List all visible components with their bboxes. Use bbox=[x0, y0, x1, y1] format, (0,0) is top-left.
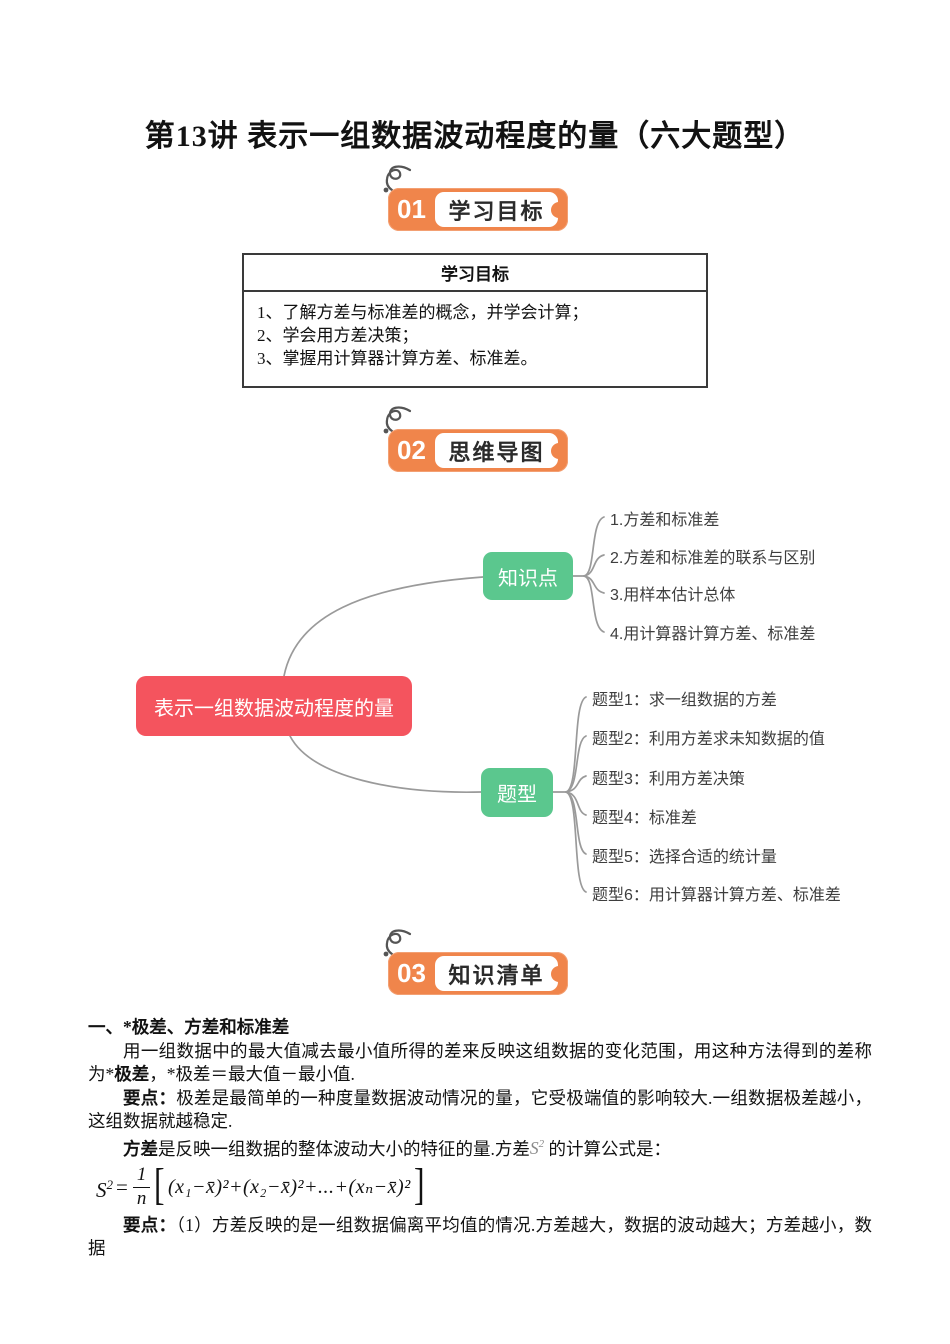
goals-table-header: 学习目标 bbox=[244, 255, 706, 292]
paragraph-variance-keypoint: 要点：（1）方差反映的是一组数据偏离平均值的情况.方差越大，数据的波动越大；方差… bbox=[88, 1214, 872, 1261]
bold-keypoint-label: 要点： bbox=[123, 1087, 177, 1108]
paragraph-range-keypoint: 要点：极差是最简单的一种度量数据波动情况的量，它受极端值的影响较大.一组数据极差… bbox=[88, 1087, 872, 1134]
knowledge-section: 一、*极差、方差和标准差 用一组数据中的最大值减去最小值所得的差来反映这组数据的… bbox=[88, 1016, 872, 1261]
badge-number: 03 bbox=[397, 958, 426, 988]
mindmap-leaf: 题型2：利用方差求未知数据的值 bbox=[592, 731, 825, 748]
fraction-one-over-n: 1 n bbox=[132, 1165, 151, 1210]
mindmap-leaf: 2.方差和标准差的联系与区别 bbox=[610, 550, 816, 567]
badge-body: 02 思维导图 bbox=[388, 429, 568, 472]
variance-formula: S2 = 1 n [ (x₁−x̄)²+(x₂−x̄)²+...+(xₙ−x̄)… bbox=[96, 1163, 872, 1213]
mindmap-node-problem-types: 题型 bbox=[481, 768, 553, 817]
pill-notch bbox=[551, 442, 567, 459]
mindmap-leaf: 3.用样本估计总体 bbox=[610, 587, 736, 604]
curl-scribble-icon bbox=[383, 406, 412, 434]
goals-table-body: 1、了解方差与标准差的概念，并学会计算； 2、学会用方差决策； 3、掌握用计算器… bbox=[244, 292, 706, 386]
mindmap-leaf: 题型5：选择合适的统计量 bbox=[592, 849, 777, 866]
section-badge-knowledge-list: 03 知识清单 bbox=[383, 929, 568, 995]
text-run: 的计算公式是： bbox=[544, 1138, 672, 1159]
section-badge-mindmap: 02 思维导图 bbox=[383, 406, 568, 472]
mindmap-node-knowledge-points: 知识点 bbox=[483, 552, 573, 600]
math-symbol: S bbox=[529, 1138, 539, 1159]
badge-label: 知识清单 bbox=[448, 962, 545, 988]
paragraph-variance-definition: 方差是反映一组数据的整体波动大小的特征的量.方差S2 的计算公式是： bbox=[88, 1134, 872, 1161]
right-bracket: ] bbox=[413, 1160, 425, 1210]
section-badge-learning-goals: 01 学习目标 bbox=[383, 165, 568, 231]
math-superscript: 2 bbox=[538, 1138, 545, 1151]
bold-keypoint-label: 要点： bbox=[123, 1214, 177, 1235]
badge-label-pill: 思维导图 bbox=[435, 433, 567, 468]
page-title: 第13讲 表示一组数据波动程度的量（六大题型） bbox=[144, 120, 806, 153]
goal-item: 1、了解方差与标准差的概念，并学会计算； bbox=[257, 303, 589, 322]
badge-label-pill: 学习目标 bbox=[435, 192, 567, 227]
inline-s-squared: S2 bbox=[530, 1138, 544, 1158]
left-bracket: [ bbox=[154, 1160, 165, 1210]
badge-label: 学习目标 bbox=[448, 198, 545, 224]
text-run: 极差是最简单的一种度量数据波动情况的量，它受极端值的影响较大.一组数据极差越小，… bbox=[88, 1087, 872, 1132]
pill-notch bbox=[551, 965, 567, 982]
curl-scribble-icon bbox=[383, 929, 412, 957]
badge-number: 01 bbox=[397, 194, 426, 224]
math-superscript: 2 bbox=[106, 1177, 114, 1193]
equals-sign: = bbox=[116, 1175, 128, 1200]
goal-item: 2、学会用方差决策； bbox=[257, 326, 419, 345]
paragraph-range-definition: 用一组数据中的最大值减去最小值所得的差来反映这组数据的变化范围，用这种方法得到的… bbox=[88, 1040, 872, 1087]
fraction-numerator: 1 bbox=[132, 1165, 151, 1189]
knowledge-heading: 一、*极差、方差和标准差 bbox=[88, 1017, 290, 1037]
text-run: （1）方差反映的是一组数据偏离平均值的情况.方差越大，数据的波动越大；方差越小，… bbox=[88, 1214, 872, 1259]
goal-item: 3、掌握用计算器计算方差、标准差。 bbox=[257, 349, 538, 368]
badge-label-pill: 知识清单 bbox=[435, 956, 567, 991]
mindmap-leaf: 4.用计算器计算方差、标准差 bbox=[610, 626, 816, 643]
mindmap-leaf: 题型6：用计算器计算方差、标准差 bbox=[592, 887, 841, 904]
text-run: 用一组数据中的最大值减去最小值所得的差来反映这组数据的变化范围，用这种方法得到的… bbox=[88, 1040, 872, 1085]
fraction-denominator: n bbox=[136, 1188, 147, 1210]
mindmap-leaf: 1.方差和标准差 bbox=[610, 512, 720, 529]
mindmap-leaf: 题型1：求一组数据的方差 bbox=[592, 692, 777, 709]
text-run: 是反映一组数据的整体波动大小的特征的量.方差 bbox=[158, 1138, 530, 1159]
bold-term-range: 极差 bbox=[114, 1064, 150, 1084]
badge-body: 03 知识清单 bbox=[388, 952, 568, 995]
curl-scribble-icon bbox=[383, 165, 412, 193]
badge-number: 02 bbox=[397, 435, 426, 465]
mindmap-root-node: 表示一组数据波动程度的量 bbox=[136, 676, 412, 736]
mindmap-leaf: 题型4：标准差 bbox=[592, 810, 697, 827]
math-symbol: S bbox=[96, 1178, 107, 1203]
learning-goals-table: 学习目标 1、了解方差与标准差的概念，并学会计算； 2、学会用方差决策； 3、掌… bbox=[242, 253, 708, 388]
pill-notch bbox=[551, 201, 567, 218]
badge-body: 01 学习目标 bbox=[388, 188, 568, 231]
badge-label: 思维导图 bbox=[448, 439, 545, 465]
formula-terms: (x₁−x̄)²+(x₂−x̄)²+...+(xₙ−x̄)² bbox=[168, 1176, 411, 1199]
text-run: ，*极差＝最大值－最小值. bbox=[149, 1064, 355, 1084]
bold-term-variance: 方差 bbox=[123, 1138, 158, 1159]
formula-lhs: S2 bbox=[96, 1173, 113, 1203]
mindmap-leaf: 题型3：利用方差决策 bbox=[592, 771, 745, 788]
